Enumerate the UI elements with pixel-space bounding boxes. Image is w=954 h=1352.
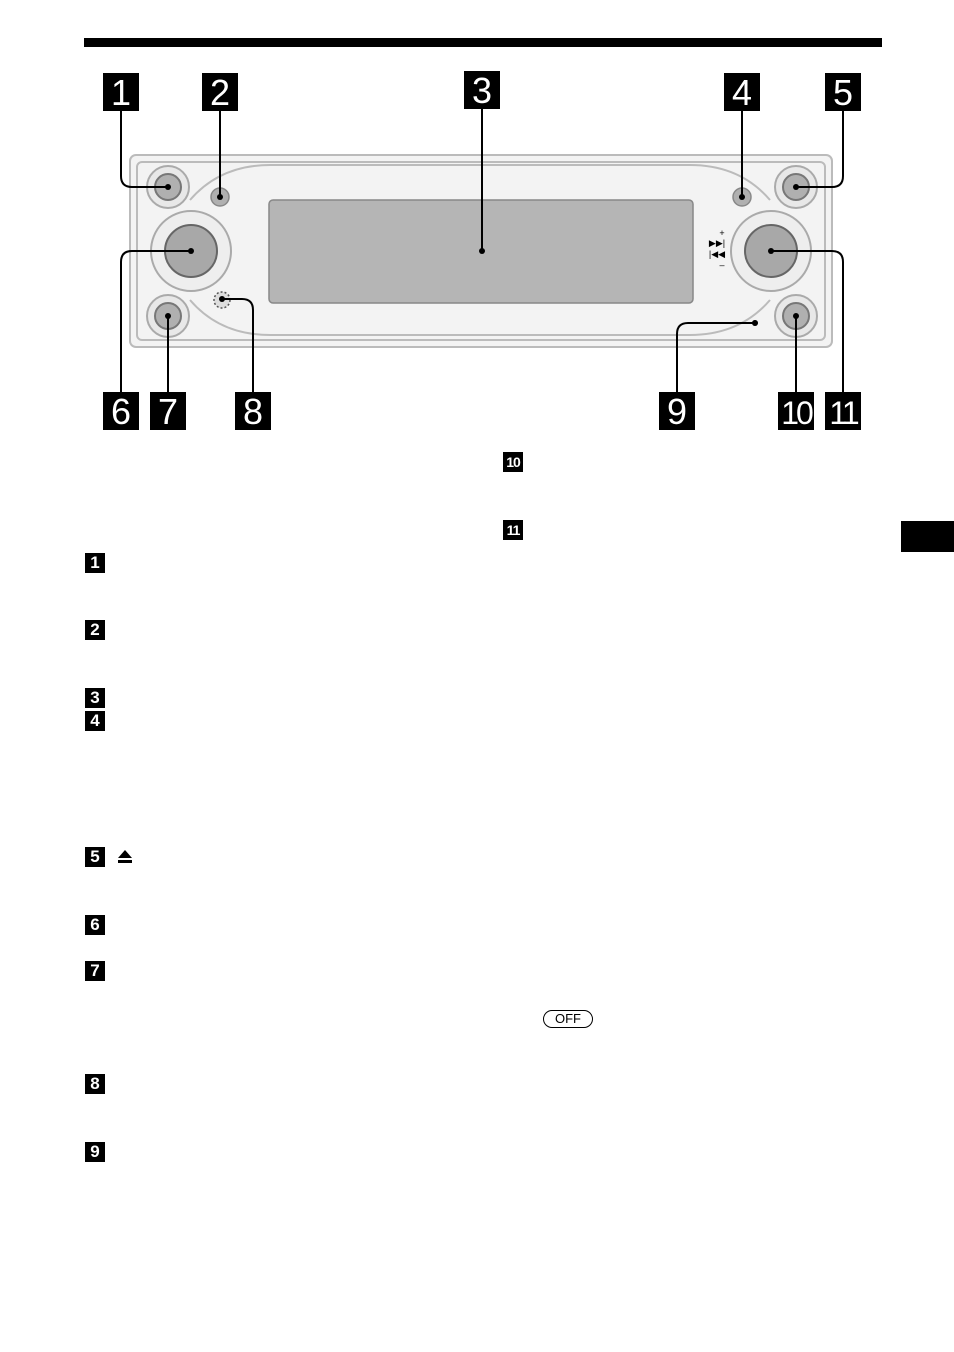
legend-marker-11: 11 — [503, 520, 523, 540]
callout-5: 5 — [825, 72, 861, 113]
callout-3: 3 — [464, 70, 500, 111]
legend-marker-5: 5 — [85, 847, 105, 867]
callout-7: 7 — [150, 391, 186, 432]
svg-text:10: 10 — [781, 395, 813, 431]
svg-text:2: 2 — [210, 72, 230, 113]
legend-marker-4: 4 — [85, 711, 105, 731]
top-rule — [84, 38, 882, 47]
section-tab — [901, 521, 954, 552]
seek-minus: – — [719, 260, 724, 270]
callout-9: 9 — [659, 391, 695, 432]
svg-text:1: 1 — [111, 72, 131, 113]
callout-6: 6 — [103, 391, 139, 432]
seek-symbols: + ▶▶| |◀◀ – — [709, 228, 725, 270]
callout-4: 4 — [724, 72, 760, 113]
callout-8: 8 — [235, 391, 271, 432]
svg-text:7: 7 — [158, 391, 178, 432]
svg-text:6: 6 — [111, 391, 131, 432]
callout-11: 11 — [825, 392, 862, 431]
leader-lines — [120, 108, 844, 393]
svg-text:8: 8 — [243, 391, 263, 432]
legend-marker-8: 8 — [85, 1074, 105, 1094]
callout-2: 2 — [202, 72, 238, 113]
seek-plus: + — [719, 228, 724, 238]
svg-text:4: 4 — [732, 72, 752, 113]
eject-icon — [118, 850, 132, 863]
legend-marker-6: 6 — [85, 915, 105, 935]
callout-10: 10 — [778, 392, 816, 431]
legend-marker-10: 10 — [503, 452, 523, 472]
svg-text:5: 5 — [833, 72, 853, 113]
legend-marker-7: 7 — [85, 961, 105, 981]
legend-marker-3: 3 — [85, 688, 105, 708]
off-button-symbol: OFF — [543, 1010, 593, 1028]
legend-marker-9: 9 — [85, 1142, 105, 1162]
legend-marker-1: 1 — [85, 553, 105, 573]
seek-next-icon: ▶▶| — [709, 238, 725, 248]
seek-prev-icon: |◀◀ — [709, 249, 725, 259]
svg-text:3: 3 — [472, 70, 492, 111]
front-panel-diagram: + ▶▶| |◀◀ – 1 2 3 4 5 6 7 8 9 10 11 — [103, 70, 862, 432]
svg-text:9: 9 — [667, 391, 687, 432]
legend-marker-2: 2 — [85, 620, 105, 640]
svg-text:11: 11 — [829, 395, 858, 431]
callout-1: 1 — [103, 72, 139, 113]
